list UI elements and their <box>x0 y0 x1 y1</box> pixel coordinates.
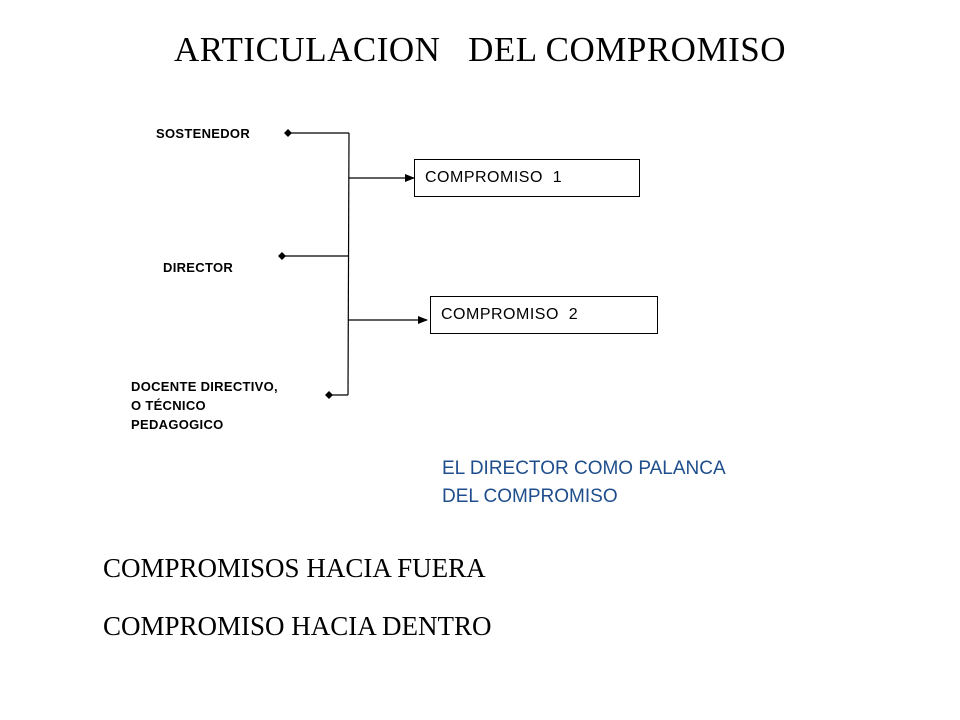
compromiso-2-box: COMPROMISO 2 <box>430 296 658 334</box>
compromiso-1-box: COMPROMISO 1 <box>414 159 640 197</box>
director-note: EL DIRECTOR COMO PALANCA DEL COMPROMISO <box>442 458 726 507</box>
slide-title: ARTICULACION DEL COMPROMISO <box>174 30 786 69</box>
actor-docente: DOCENTE DIRECTIVO, O TÉCNICO PEDAGOGICO <box>131 379 278 432</box>
bottom-line-inward: COMPROMISO HACIA DENTRO <box>103 611 492 641</box>
diamond-marker-icon <box>284 129 292 137</box>
diamond-marker-icon <box>325 391 333 399</box>
actor-sostenedor: SOSTENEDOR <box>156 126 251 141</box>
connector-director <box>278 252 348 260</box>
actor-director: DIRECTOR <box>163 260 234 275</box>
connector-sostenedor <box>284 129 349 137</box>
bottom-line-outward: COMPROMISOS HACIA FUERA <box>103 553 486 583</box>
connector-docente <box>325 391 348 399</box>
connector-trunk <box>347 132 350 396</box>
diamond-marker-icon <box>278 252 286 260</box>
